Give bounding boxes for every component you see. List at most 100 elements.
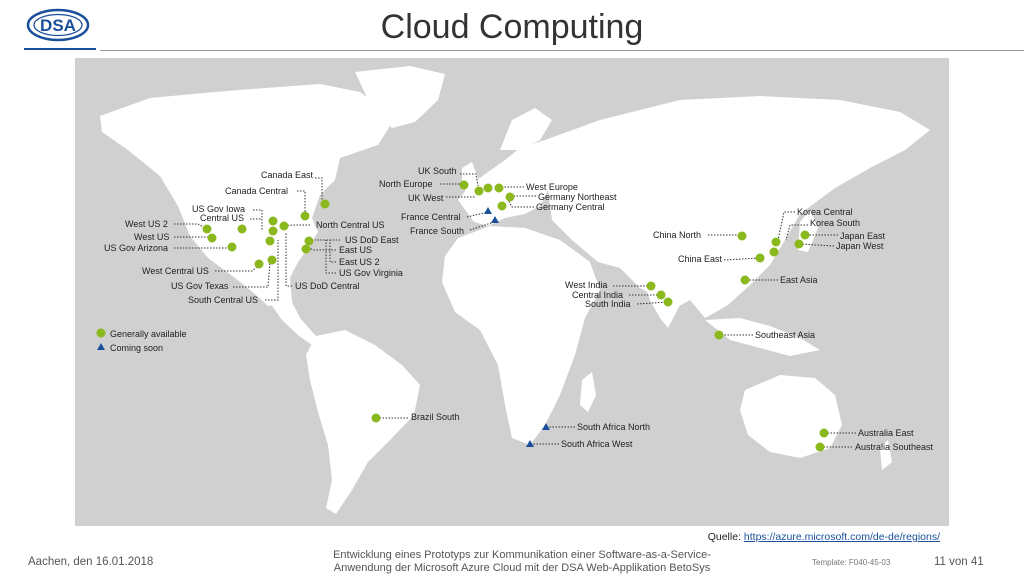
label-west-us: West US: [134, 232, 169, 242]
marker-southeast-asia: [714, 330, 724, 340]
label-west-india: West India: [565, 280, 607, 290]
label-southeast-asia: Southeast Asia: [755, 330, 815, 340]
region-labels: Canada East Canada Central US Gov Iowa C…: [104, 166, 934, 452]
label-west-central-us: West Central US: [142, 266, 209, 276]
label-central-us: Central US: [200, 213, 244, 223]
marker-canada-central: [300, 211, 310, 221]
label-us-gov-arizona: US Gov Arizona: [104, 243, 168, 253]
legend-available-dot: [96, 328, 106, 338]
marker-central-india: [656, 290, 666, 300]
marker-japan-west: [794, 239, 804, 249]
marker-us-gov-texas: [254, 259, 264, 269]
marker-us-gov-arizona: [227, 242, 237, 252]
source-note: Quelle: https://azure.microsoft.com/de-d…: [708, 531, 940, 543]
footer-page-number: 11 von 41: [934, 556, 984, 568]
africa-landmass: [442, 226, 600, 445]
new-zealand-landmass: [880, 440, 892, 470]
label-canada-east: Canada East: [261, 170, 314, 180]
label-us-dod-central: US DoD Central: [295, 281, 360, 291]
map-legend: Generally available Coming soon: [96, 328, 187, 353]
label-france-central: France Central: [401, 212, 461, 222]
label-japan-east: Japan East: [840, 231, 886, 241]
central-america-landmass: [268, 300, 325, 348]
label-uk-south: UK South: [418, 166, 457, 176]
label-south-africa-north: South Africa North: [577, 422, 650, 432]
label-us-gov-iowa: US Gov Iowa: [192, 204, 245, 214]
madagascar-landmass: [580, 372, 596, 412]
legend-coming-soon-triangle: [97, 343, 105, 350]
marker-west-india: [646, 281, 656, 291]
footer-template-id: Template: F040-45-03: [812, 558, 891, 567]
marker-australia-southeast: [815, 442, 825, 452]
marker-brazil-south: [371, 413, 381, 423]
marker-south-india: [663, 297, 673, 307]
marker-north-europe: [459, 180, 469, 190]
legend-coming-soon-label: Coming soon: [110, 343, 163, 353]
source-link[interactable]: https://azure.microsoft.com/de-de/region…: [743, 531, 940, 543]
marker-france-south: [491, 216, 499, 223]
region-markers: [202, 180, 829, 452]
label-east-us-2: East US 2: [339, 257, 380, 267]
south-america-landmass: [306, 330, 420, 514]
marker-east-us: [301, 244, 311, 254]
azure-regions-map: Canada East Canada Central US Gov Iowa C…: [75, 58, 949, 526]
label-south-africa-west: South Africa West: [561, 439, 633, 449]
marker-north-central-us: [279, 221, 289, 231]
marker-us-gov-iowa: [268, 216, 278, 226]
footer-description-line2: Anwendung der Microsoft Azure Cloud mit …: [333, 562, 711, 574]
marker-korea-central: [771, 237, 781, 247]
marker-south-africa-west: [526, 440, 534, 447]
europe-landmass: [458, 140, 560, 226]
label-west-europe: West Europe: [526, 182, 578, 192]
label-germany-central: Germany Central: [536, 202, 605, 212]
label-east-asia: East Asia: [780, 275, 818, 285]
marker-west-europe: [494, 183, 504, 193]
header-divider: [100, 50, 1024, 51]
marker-china-east: [755, 253, 765, 263]
label-china-east: China East: [678, 254, 723, 264]
marker-us-dod-east: [304, 236, 314, 246]
dsa-logo: DSA: [26, 8, 90, 42]
label-east-us: East US: [339, 245, 372, 255]
marker-uk-west: [483, 183, 493, 193]
label-canada-central: Canada Central: [225, 186, 288, 196]
label-us-gov-virginia: US Gov Virginia: [339, 268, 403, 278]
page-title: Cloud Computing: [380, 8, 644, 46]
marker-china-north: [737, 231, 747, 241]
japan-landmass: [798, 210, 818, 252]
leader-lines: [174, 173, 856, 448]
label-uk-west: UK West: [408, 193, 444, 203]
marker-korea-south: [769, 247, 779, 257]
marker-germany-central: [497, 201, 507, 211]
asia-landmass: [545, 96, 930, 318]
label-south-india: South India: [585, 299, 631, 309]
marker-germany-northeast: [505, 192, 515, 202]
marker-france-central: [484, 207, 492, 214]
label-us-gov-texas: US Gov Texas: [171, 281, 229, 291]
greenland-landmass: [355, 66, 445, 128]
marker-uk-south: [474, 186, 484, 196]
label-germany-northeast: Germany Northeast: [538, 192, 617, 202]
footer-description: Entwicklung eines Prototyps zur Kommunik…: [312, 549, 732, 575]
label-korea-south: Korea South: [810, 218, 860, 228]
label-france-south: France South: [410, 226, 464, 236]
marker-east-asia: [740, 275, 750, 285]
label-central-india: Central India: [572, 290, 623, 300]
continents: [100, 66, 930, 514]
north-america-landmass: [100, 84, 395, 306]
marker-japan-east: [800, 230, 810, 240]
label-australia-southeast: Australia Southeast: [855, 442, 934, 452]
label-japan-west: Japan West: [836, 241, 884, 251]
world-map-svg: Canada East Canada Central US Gov Iowa C…: [96, 66, 934, 514]
logo-text: DSA: [40, 16, 76, 35]
scandinavia-landmass: [500, 108, 552, 150]
source-prefix: Quelle:: [707, 531, 741, 543]
label-north-europe: North Europe: [379, 179, 433, 189]
footer-description-line1: Entwicklung eines Prototyps zur Kommunik…: [333, 549, 711, 561]
australia-landmass: [740, 375, 842, 458]
label-us-dod-east: US DoD East: [345, 235, 399, 245]
label-west-us-2: West US 2: [125, 219, 168, 229]
marker-us-dod-central: [265, 236, 275, 246]
marker-west-us: [207, 233, 217, 243]
label-brazil-south: Brazil South: [411, 412, 460, 422]
